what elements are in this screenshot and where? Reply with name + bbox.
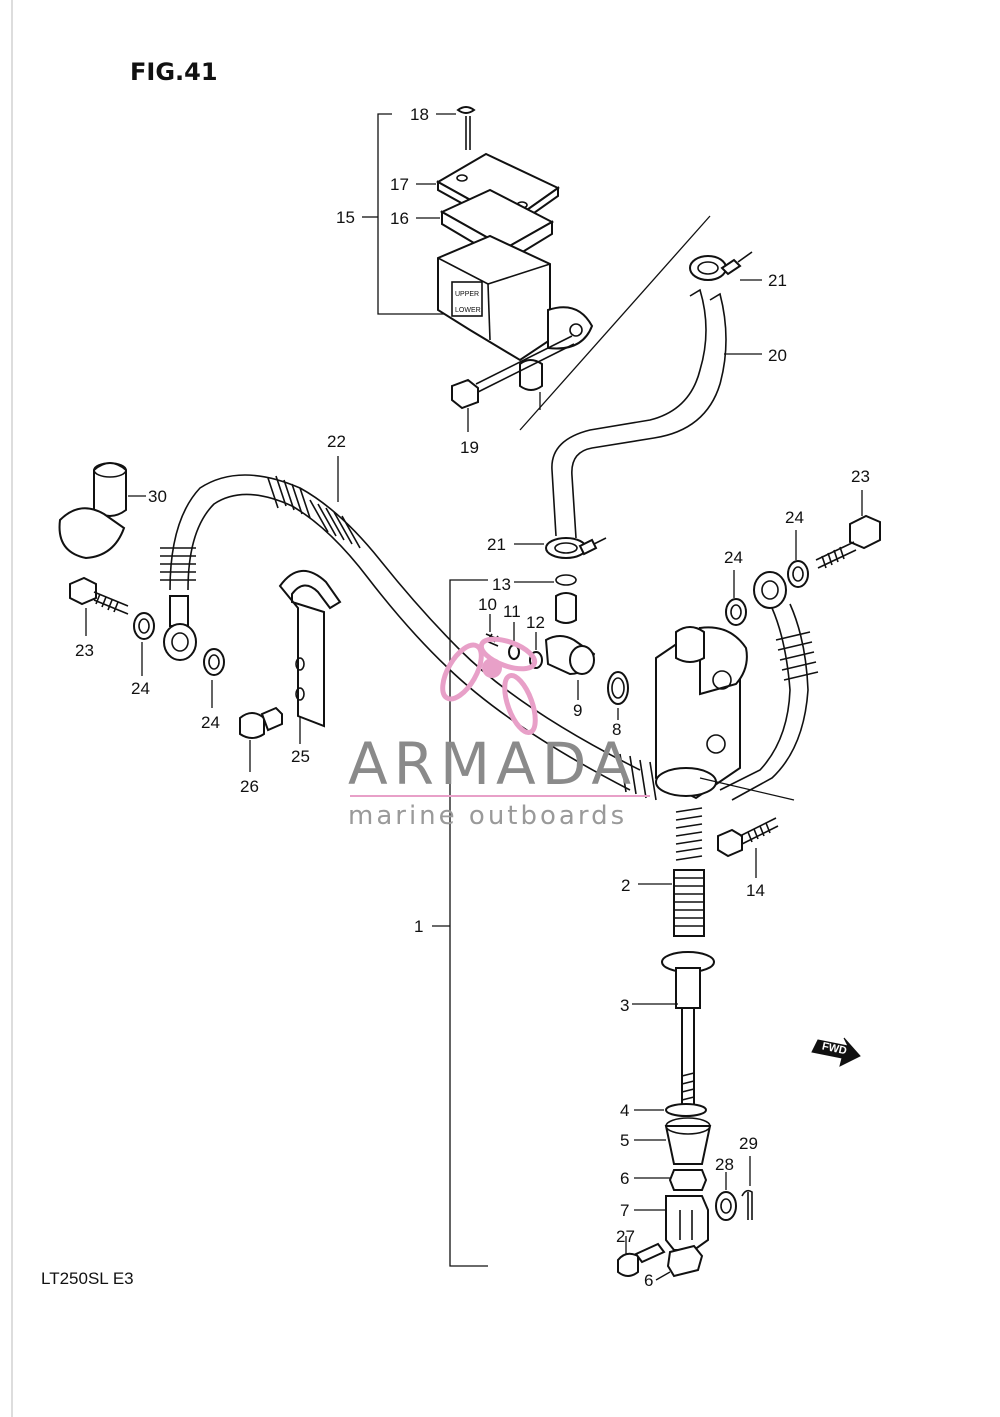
callout: 24 [724, 548, 743, 567]
callout: 21 [487, 535, 506, 554]
callout: 11 [503, 602, 521, 621]
callout: 24 [785, 508, 804, 527]
callout: 9 [573, 701, 582, 720]
callout: 20 [768, 346, 787, 365]
callout: 15 [336, 208, 355, 227]
reservoir-hose [514, 251, 762, 559]
callout: 24 [131, 679, 150, 698]
fitting-parts [483, 574, 629, 720]
model-code: LT250SL E3 [41, 1269, 134, 1288]
reservoir-assembly: UPPER LOWER [362, 106, 711, 432]
bolt-26 [239, 706, 283, 772]
propeller-logo-icon [440, 636, 538, 735]
fwd-label: FWD [821, 1040, 848, 1057]
callout: 6 [644, 1271, 653, 1290]
callout: 6 [620, 1169, 629, 1188]
fwd-arrow-icon: FWD [811, 1037, 861, 1067]
figure-title: FIG.41 [130, 58, 218, 86]
svg-text:UPPER: UPPER [455, 291, 479, 298]
callout: 16 [390, 209, 409, 228]
hose-clamp [278, 570, 342, 744]
callout: 14 [746, 881, 765, 900]
callout: 28 [715, 1155, 734, 1174]
callout: 10 [478, 595, 497, 614]
watermark: ARMADA marine outboards [348, 636, 650, 831]
banjo-bolt-left [69, 576, 129, 636]
callout: 24 [201, 713, 220, 732]
callout-labels: 18 17 16 15 19 21 20 22 30 23 24 24 24 2… [75, 105, 870, 1290]
callout: 4 [620, 1101, 629, 1120]
callout: 8 [612, 720, 621, 739]
callout: 12 [526, 613, 545, 632]
svg-text:LOWER: LOWER [455, 307, 481, 314]
master-cylinder [655, 626, 795, 878]
callout: 5 [620, 1131, 629, 1150]
callout: 1 [414, 917, 423, 936]
callout: 7 [620, 1201, 629, 1220]
callout: 18 [410, 105, 429, 124]
watermark-tagline: marine outboards [348, 801, 627, 831]
brake-hose [160, 456, 657, 801]
washer [203, 648, 225, 676]
callout: 30 [148, 487, 167, 506]
callout: 27 [616, 1227, 635, 1246]
callout: 21 [768, 271, 787, 290]
watermark-brand: ARMADA [348, 730, 637, 798]
callout: 22 [327, 432, 346, 451]
callout: 3 [620, 996, 629, 1015]
callout: 23 [851, 467, 870, 486]
washer [133, 612, 155, 640]
callout: 23 [75, 641, 94, 660]
callout: 2 [621, 876, 630, 895]
callout: 19 [460, 438, 479, 457]
hose-guide [58, 462, 146, 560]
callout: 25 [291, 747, 310, 766]
piston-parts [617, 807, 753, 1281]
banjo-bolt-right [719, 490, 881, 801]
assembly-bracket [449, 579, 488, 1267]
callout: 17 [390, 175, 409, 194]
callout: 29 [739, 1134, 758, 1153]
callout: 13 [492, 575, 511, 594]
callout: 26 [240, 777, 259, 796]
